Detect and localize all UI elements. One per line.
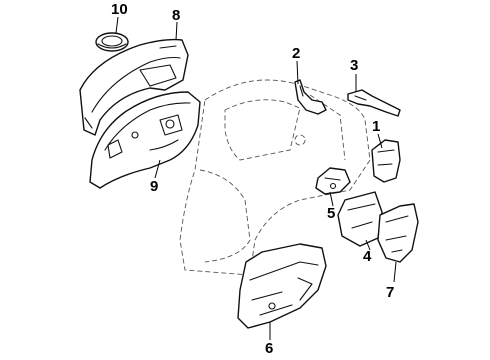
leader-1: [377, 133, 383, 149]
callout-7: 7: [386, 284, 395, 301]
leader-4: [365, 239, 371, 251]
part-8-outer-wheelhouse: [79, 38, 189, 136]
part-2-bracket: [294, 79, 327, 115]
part-3-rail: [347, 89, 401, 117]
part-1-panel: [371, 139, 401, 183]
leader-9: [154, 159, 161, 179]
part-7-tall-panel: [377, 203, 419, 263]
leader-5: [329, 191, 334, 207]
part-9-inner-wheelhouse: [89, 91, 201, 189]
leader-7: [393, 261, 397, 283]
part-10-cap: [95, 32, 129, 52]
callout-10: 10: [111, 1, 128, 18]
callout-8: 8: [172, 7, 181, 24]
callout-1: 1: [372, 118, 381, 135]
callout-5: 5: [327, 205, 336, 222]
callout-6: 6: [265, 340, 274, 357]
quarter-panel-ghost-outline: [179, 79, 371, 276]
callout-4: 4: [363, 248, 372, 265]
leader-10: [115, 16, 119, 34]
callout-2: 2: [292, 45, 301, 62]
part-4-box-panel: [337, 191, 383, 247]
part-6-lower-panel: [237, 243, 327, 329]
leader-8: [175, 21, 178, 41]
leader-lines: [115, 16, 397, 340]
part-5-bracket: [315, 167, 351, 195]
callout-3: 3: [350, 57, 359, 74]
leader-2: [296, 60, 299, 85]
callout-9: 9: [150, 178, 159, 195]
